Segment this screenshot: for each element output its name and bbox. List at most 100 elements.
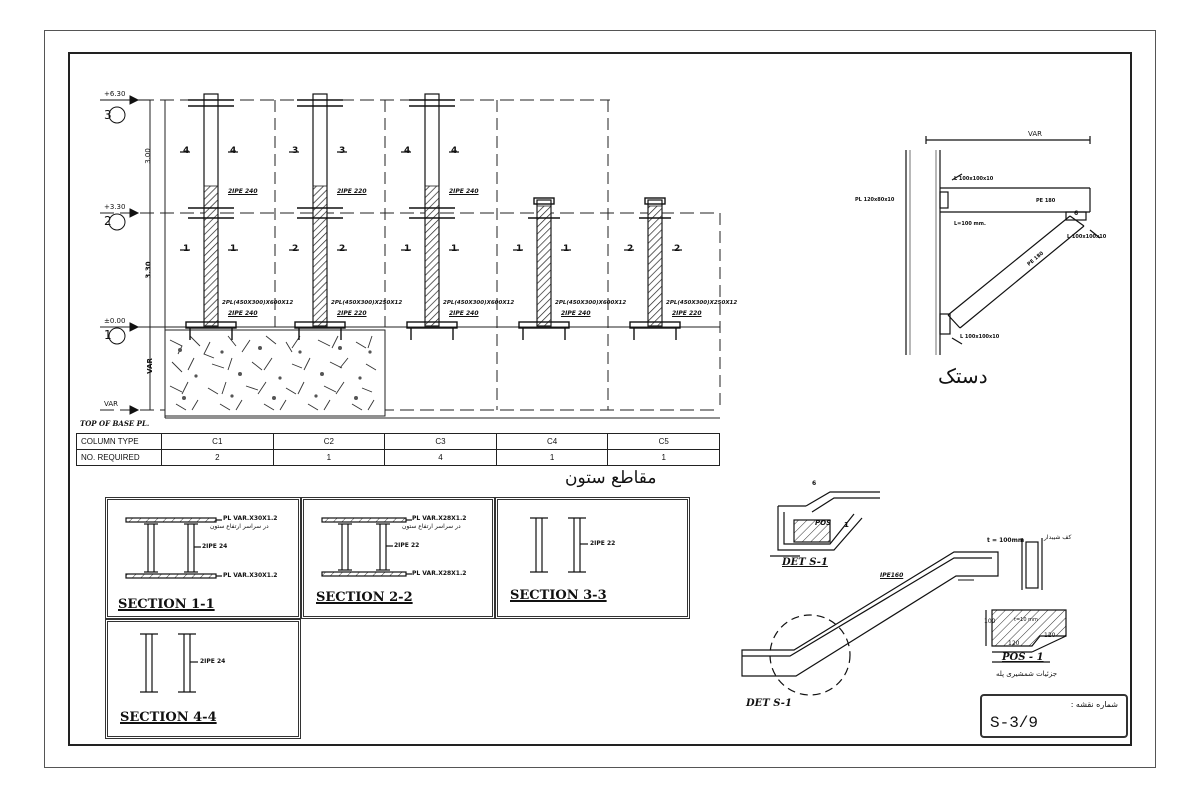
section-1-1-title: SECTION 1-1: [118, 597, 215, 612]
section-2-2-profile: 2IPE 22: [394, 542, 420, 549]
profile-lower-c4: 2IPE 240: [561, 310, 591, 317]
cut-mark-lower-c2-right: 2: [339, 244, 346, 254]
dim-bottom: VAR: [145, 358, 154, 374]
count-c1: 2: [161, 449, 274, 466]
profile-upper-c2: 2IPE 220: [337, 188, 367, 195]
section-2-2-note: در سراسر ارتفاع ستون: [402, 523, 461, 530]
section-2-2-plate-bottom: PL VAR.X28X1.2: [412, 570, 467, 577]
section-4-4-title: SECTION 4-4: [120, 710, 217, 725]
pos-dim-3: 120: [1044, 632, 1056, 639]
stair-note: کف شیبدار: [1044, 534, 1072, 541]
no-required-label: NO. REQUIRED: [76, 449, 162, 466]
section-1-1-profile: 2IPE 24: [202, 543, 228, 550]
level-2-number: 2: [104, 214, 112, 228]
count-c3: 4: [384, 449, 497, 466]
bracket-angle-note: L=100 mm.: [954, 221, 986, 227]
profile-upper-c1: 2IPE 240: [228, 188, 258, 195]
stair-circle-label: DET S-1: [746, 698, 792, 709]
pos-detail-title: POS - 1: [1002, 652, 1044, 663]
section-1-1-box: PL VAR.X30X1.2 در سراسر ارتفاع ستون 2IPE…: [105, 497, 301, 619]
stair-pos-label: POS: [815, 519, 832, 527]
section-4-4-drawing: [140, 633, 198, 693]
section-4-4-box: 2IPE 24 SECTION 4-4: [105, 619, 301, 739]
sheet-number-box: شماره نقشه : S-3/9: [980, 694, 1128, 738]
section-1-1-note: در سراسر ارتفاع ستون: [210, 523, 269, 530]
bracket-detail-drawing: [905, 136, 1101, 355]
stair-dim-t: t = 100mm: [987, 537, 1025, 544]
bracket-var-label: VAR: [1028, 130, 1042, 138]
sheet-number-label: شماره نقشه :: [1070, 700, 1118, 709]
top-of-base-label: TOP OF BASE PL.: [80, 419, 150, 428]
cut-mark-upper-c3-right: 4: [451, 146, 458, 156]
base-elev: VAR: [104, 400, 118, 408]
profile-upper-c3: 2IPE 240: [449, 188, 479, 195]
concrete-hatch: [164, 329, 386, 417]
cut-mark-lower-c1-right: 1: [230, 244, 237, 254]
section-3-3-drawing: [530, 517, 588, 573]
cut-mark-upper-c3-left: 4: [404, 146, 411, 156]
section-2-2-plate-top: PL VAR.X28X1.2: [412, 515, 467, 522]
table-row-required: NO. REQUIRED 2 1 4 1 1: [76, 449, 720, 466]
sheet-number: S-3/9: [990, 714, 1039, 732]
cut-mark-lower-c3-right: 1: [451, 244, 458, 254]
level-2-elev: +3.30: [104, 203, 126, 211]
cut-mark-lower-c5-right: 2: [674, 244, 681, 254]
bracket-plate-label: PL 120x80x10: [855, 197, 895, 203]
profile-lower-c2: 2IPE 220: [337, 310, 367, 317]
section-4-4-profile: 2IPE 24: [200, 658, 226, 665]
level-3-elev: +6.30: [104, 90, 126, 98]
section-3-3-box: 2IPE 22 SECTION 3-3: [495, 497, 690, 619]
column-type-c5: C5: [607, 433, 720, 450]
profile-lower-c3: 2IPE 240: [449, 310, 479, 317]
bracket-beam-label: PE 180: [1036, 198, 1056, 204]
stair-profile-label: IPE160: [880, 572, 904, 579]
stair-det-label: DET S-1: [782, 557, 828, 568]
pos-dim-1: 100: [984, 618, 996, 625]
sections-title: مقاطع ستون: [565, 468, 657, 488]
stair-detail-drawing: [741, 491, 1067, 696]
drawing-inner-frame: [68, 52, 1132, 746]
count-c5: 1: [607, 449, 720, 466]
bracket-angle-right: L 100x100x10: [1067, 234, 1107, 240]
plate-c3: 2PL(450X300)X600X12: [443, 300, 515, 306]
column-type-c1: C1: [161, 433, 274, 450]
level-3-number: 3: [104, 108, 112, 122]
cut-mark-lower-c1-left: 1: [183, 244, 190, 254]
column-type-c3: C3: [384, 433, 497, 450]
bracket-weld: 6: [1074, 210, 1079, 217]
dim-lower: 3.30: [144, 261, 153, 279]
count-c2: 1: [272, 449, 386, 466]
column-type-label: COLUMN TYPE: [76, 433, 162, 450]
section-3-3-title: SECTION 3-3: [510, 588, 607, 603]
stair-weld: 6: [812, 480, 817, 487]
cut-mark-lower-c2-left: 2: [292, 244, 299, 254]
section-2-2-title: SECTION 2-2: [316, 590, 413, 605]
cut-mark-lower-c4-left: 1: [516, 244, 523, 254]
section-1-1-drawing: [125, 517, 222, 579]
cut-mark-upper-c1-left: 4: [183, 146, 190, 156]
bracket-angle-bottom: L 100x100x10: [960, 334, 1000, 340]
section-2-2-box: PL VAR.X28X1.2 در سراسر ارتفاع ستون 2IPE…: [301, 497, 495, 619]
bracket-title: دستک: [938, 364, 988, 388]
section-1-1-plate-bottom: PL VAR.X30X1.2: [223, 572, 278, 579]
column-schedule-table: COLUMN TYPE C1 C2 C3 C4 C5 NO. REQUIRED …: [76, 433, 720, 466]
level-1-elev: ±0.00: [104, 317, 126, 325]
cut-mark-upper-c1-right: 4: [230, 146, 237, 156]
dim-upper: 3.00: [143, 148, 152, 164]
cut-mark-upper-c2-right: 3: [339, 146, 346, 156]
profile-lower-c5: 2IPE 220: [672, 310, 702, 317]
level-1-number: 1: [104, 328, 112, 342]
bracket-angle-top: L 100x100x10: [954, 176, 994, 182]
drawing-outer-frame: [44, 30, 1156, 768]
stair-pos-num: 1: [844, 521, 849, 529]
table-row-type: COLUMN TYPE C1 C2 C3 C4 C5: [76, 433, 720, 450]
cut-mark-lower-c3-left: 1: [404, 244, 411, 254]
column-type-c2: C2: [272, 433, 386, 450]
pos-dim-2: 120: [1008, 640, 1020, 647]
section-2-2-drawing: [321, 517, 412, 577]
plate-c5: 2PL(450X300)X250X12: [666, 300, 738, 306]
column-type-c4: C4: [495, 433, 609, 450]
profile-lower-c1: 2IPE 240: [228, 310, 258, 317]
section-1-1-plate-top: PL VAR.X30X1.2: [223, 515, 278, 522]
